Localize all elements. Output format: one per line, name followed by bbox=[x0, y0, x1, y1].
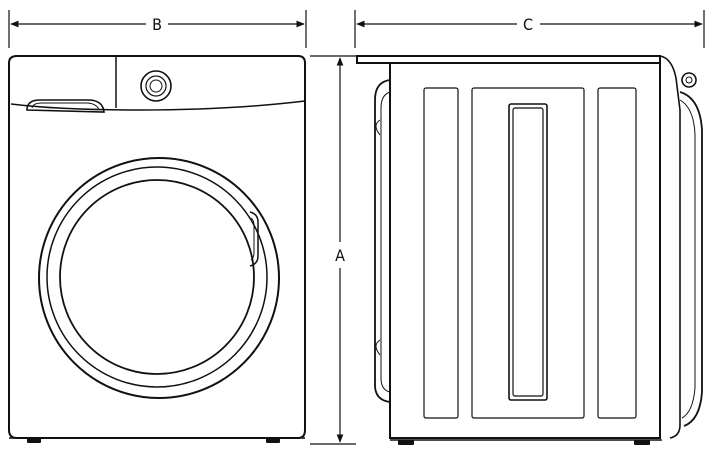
side-rear-hose-bottom bbox=[375, 339, 381, 356]
side-foot-front bbox=[634, 440, 650, 445]
washer-front-view bbox=[8, 55, 306, 439]
detergent-drawer bbox=[26, 99, 105, 113]
control-knob-center bbox=[149, 79, 163, 93]
dimension-b bbox=[8, 10, 307, 48]
front-feet bbox=[27, 438, 280, 443]
side-foot-rear bbox=[398, 440, 414, 445]
side-recess-outer bbox=[508, 103, 548, 401]
door-glass bbox=[59, 179, 255, 375]
door-handle-inner bbox=[250, 217, 255, 261]
side-top-plate bbox=[356, 55, 661, 64]
side-door-profile bbox=[679, 91, 703, 427]
front-foot-right bbox=[266, 438, 280, 443]
door-handle bbox=[249, 211, 259, 267]
door-outer-ring bbox=[38, 157, 280, 399]
door-middle-ring bbox=[46, 166, 268, 388]
dimension-a-label: A bbox=[335, 246, 345, 265]
side-feet bbox=[398, 440, 650, 445]
side-panel-2 bbox=[471, 87, 585, 419]
side-rear-hose-top bbox=[375, 119, 381, 136]
side-control-knob bbox=[681, 72, 697, 88]
side-cabinet bbox=[389, 63, 661, 439]
side-panel-1 bbox=[423, 87, 459, 419]
dimension-c bbox=[354, 10, 705, 48]
side-rear-bump-inner bbox=[380, 91, 391, 393]
dimension-c-label: C bbox=[523, 15, 533, 34]
washer-side-view bbox=[356, 55, 703, 441]
front-foot-left bbox=[27, 438, 41, 443]
dimension-a bbox=[310, 55, 356, 445]
control-panel-edge bbox=[10, 100, 306, 111]
side-door-profile-inner bbox=[679, 99, 696, 419]
side-recess-inner bbox=[512, 107, 544, 397]
front-cabinet bbox=[8, 55, 306, 439]
dimension-b-label: B bbox=[152, 15, 162, 34]
detergent-drawer-inner bbox=[31, 102, 100, 111]
control-knob-outer bbox=[140, 70, 172, 102]
side-rear-bump bbox=[374, 79, 391, 403]
side-panel-3 bbox=[597, 87, 637, 419]
side-front-edge bbox=[659, 55, 681, 439]
side-control-knob-center bbox=[685, 76, 693, 84]
control-knob-inner bbox=[145, 75, 167, 97]
